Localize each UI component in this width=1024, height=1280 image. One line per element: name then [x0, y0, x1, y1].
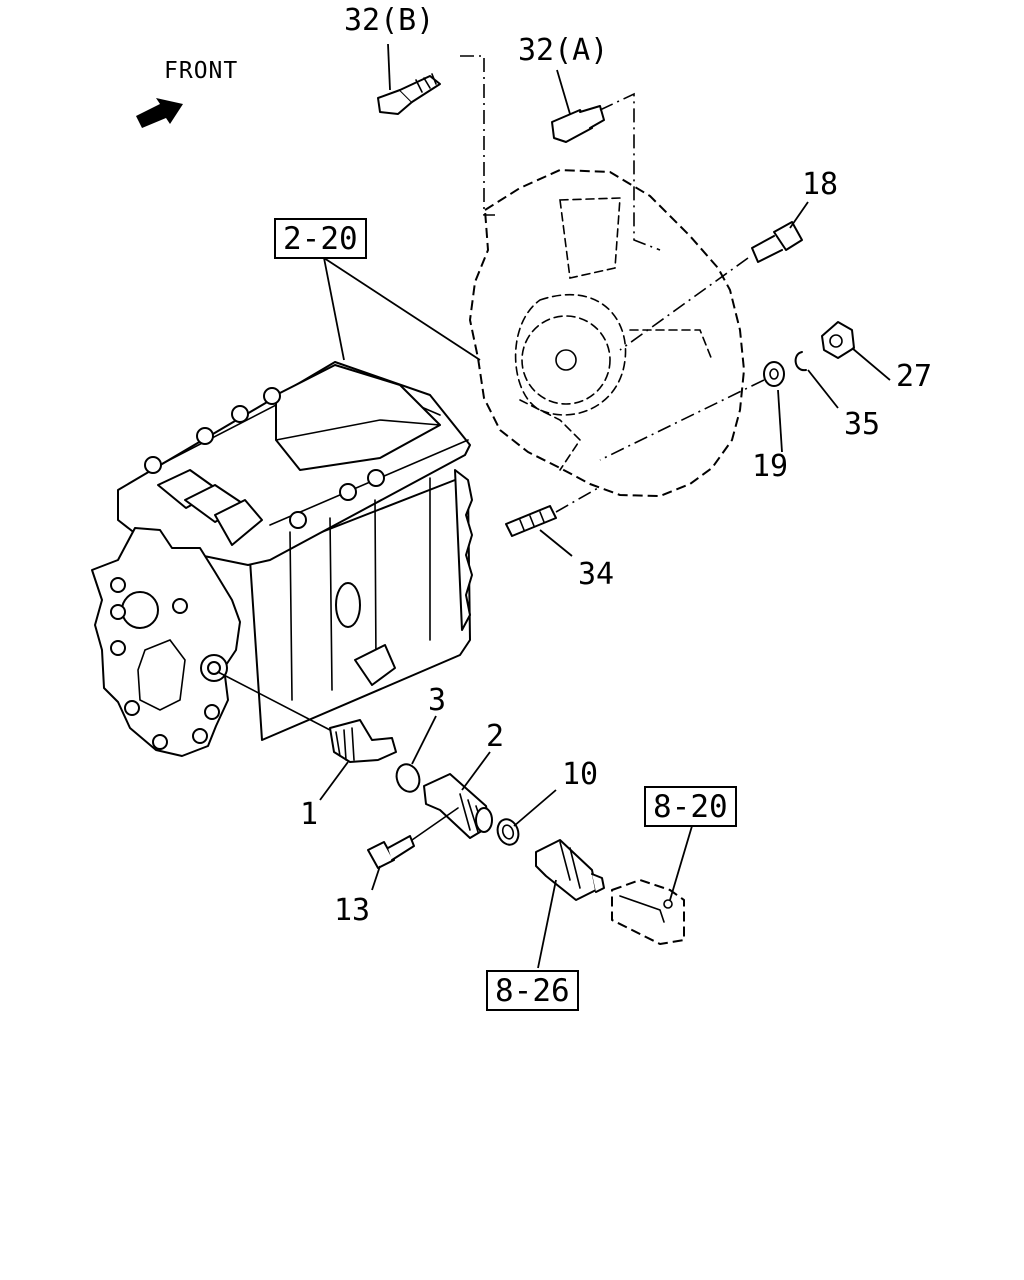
part-number-32b[interactable]: 32(B) [344, 3, 435, 38]
part-number-18[interactable]: 18 [802, 167, 839, 202]
part-number-35[interactable]: 35 [844, 407, 881, 442]
part-number-19[interactable]: 19 [752, 449, 789, 484]
front-label: FRONT [164, 58, 239, 84]
leader-1 [319, 761, 349, 801]
nut-27 [821, 321, 855, 359]
leader-35 [807, 369, 839, 409]
bolt-32a [551, 105, 605, 143]
leader-3 [411, 715, 437, 765]
leader-13 [371, 865, 381, 891]
transmission-case [91, 361, 473, 757]
part-number-27[interactable]: 27 [896, 359, 933, 394]
leader-32a [556, 69, 571, 115]
ref-box-8-20[interactable]: 8-20 [644, 786, 737, 827]
bolt-13 [367, 835, 415, 869]
part-number-34[interactable]: 34 [578, 557, 615, 592]
part-number-2[interactable]: 2 [486, 719, 505, 754]
leader-8-20 [669, 825, 693, 901]
clutch-housing [469, 169, 745, 497]
gear-shaft-1 [329, 719, 397, 763]
leader-8-26 [537, 879, 557, 969]
ref-box-8-26[interactable]: 8-26 [486, 970, 579, 1011]
part-number-13[interactable]: 13 [334, 893, 371, 928]
speed-sensor [535, 839, 605, 901]
washer-19 [763, 361, 785, 387]
part-number-1[interactable]: 1 [300, 797, 319, 832]
leader-32b [387, 43, 391, 91]
stud-34 [505, 505, 557, 537]
clip-35 [794, 351, 807, 372]
bolt-18 [751, 221, 803, 263]
ring-10 [496, 818, 520, 846]
front-arrow-icon [136, 98, 183, 128]
leader-18 [789, 201, 809, 229]
o-ring-3 [395, 763, 421, 793]
harness-connector [611, 879, 685, 945]
leader-34 [539, 529, 573, 557]
part-number-10[interactable]: 10 [562, 757, 599, 792]
leader-19 [777, 389, 783, 453]
stud-32b [377, 73, 441, 115]
part-number-32a[interactable]: 32(A) [518, 33, 609, 68]
part-number-3[interactable]: 3 [428, 683, 447, 718]
ref-box-2-20[interactable]: 2-20 [274, 218, 367, 259]
leader-10 [513, 789, 557, 827]
sleeve-2 [423, 773, 493, 839]
leader-2 [461, 751, 491, 791]
leader-27 [851, 347, 891, 381]
